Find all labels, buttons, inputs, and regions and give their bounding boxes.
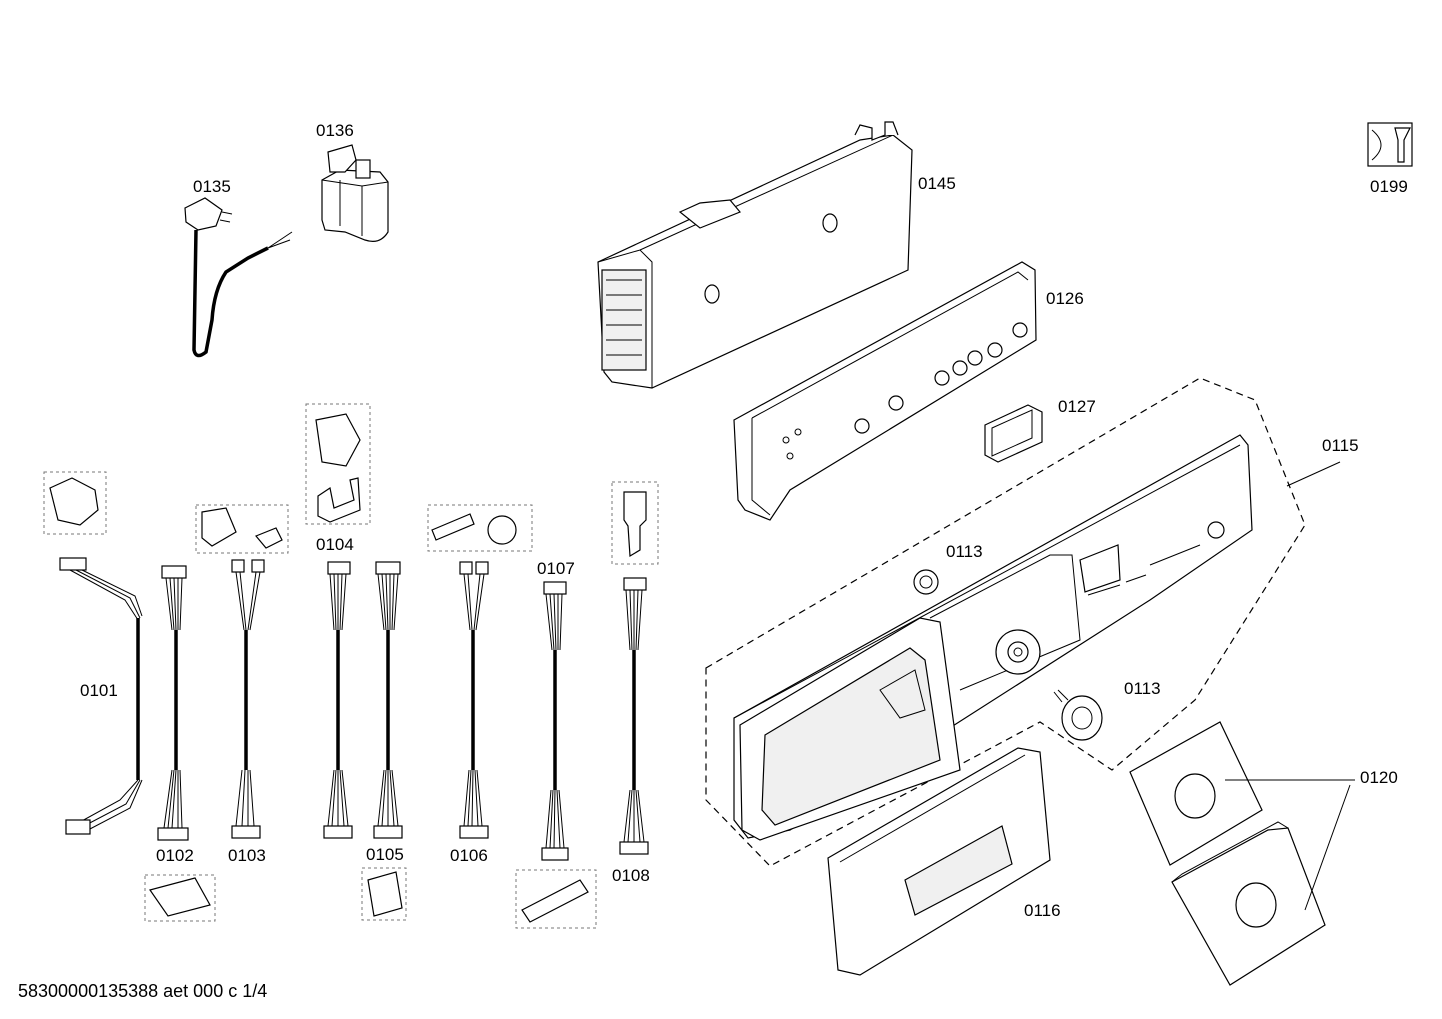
label-0113-upper: 0113 — [946, 542, 983, 561]
part-0115-control-panel — [733, 434, 1253, 841]
label-0108: 0108 — [612, 866, 650, 885]
part-0106-harness — [427, 504, 533, 839]
label-0102: 0102 — [156, 846, 194, 865]
label-0104: 0104 — [316, 535, 354, 554]
label-0135: 0135 — [193, 177, 231, 196]
label-0103: 0103 — [228, 846, 266, 865]
wrench-icon — [1367, 122, 1413, 167]
label-0136: 0136 — [316, 121, 354, 140]
label-0107: 0107 — [537, 559, 575, 578]
part-0116-drawer-handle — [827, 747, 1051, 976]
label-0126: 0126 — [1046, 289, 1084, 308]
part-0107-harness — [515, 581, 597, 929]
label-0116: 0116 — [1024, 901, 1061, 920]
part-0120-plates — [1129, 721, 1355, 986]
part-0104-harness — [305, 403, 371, 839]
label-0145: 0145 — [918, 174, 956, 193]
assembly-outline-0115 — [705, 377, 1306, 867]
part-0126-control-board-carrier — [733, 261, 1037, 521]
label-0105: 0105 — [366, 845, 404, 864]
part-0113-knob-small — [913, 569, 939, 595]
label-0120: 0120 — [1360, 768, 1398, 787]
part-0105-harness — [361, 561, 407, 921]
part-0113-knob-large — [1053, 689, 1103, 741]
drawing-reference: 58300000135388 aet 000 c 1/4 — [18, 981, 267, 1001]
label-0199: 0199 — [1370, 177, 1408, 196]
label-0101: 0101 — [80, 681, 118, 700]
label-0113-lower: 0113 — [1124, 679, 1161, 698]
part-0103-harness — [195, 504, 289, 839]
label-0127: 0127 — [1058, 397, 1096, 416]
part-0108-harness — [611, 481, 659, 855]
part-0145-control-module — [597, 121, 913, 389]
part-0102-harness — [144, 565, 216, 922]
part-0135-mains-cable — [184, 197, 293, 358]
part-0136-suppressor — [321, 144, 389, 242]
leader-0115 — [1286, 461, 1341, 487]
label-0106: 0106 — [450, 846, 488, 865]
label-0115: 0115 — [1322, 436, 1359, 455]
part-0127-display — [984, 404, 1043, 463]
part-0101-harness — [43, 471, 143, 835]
